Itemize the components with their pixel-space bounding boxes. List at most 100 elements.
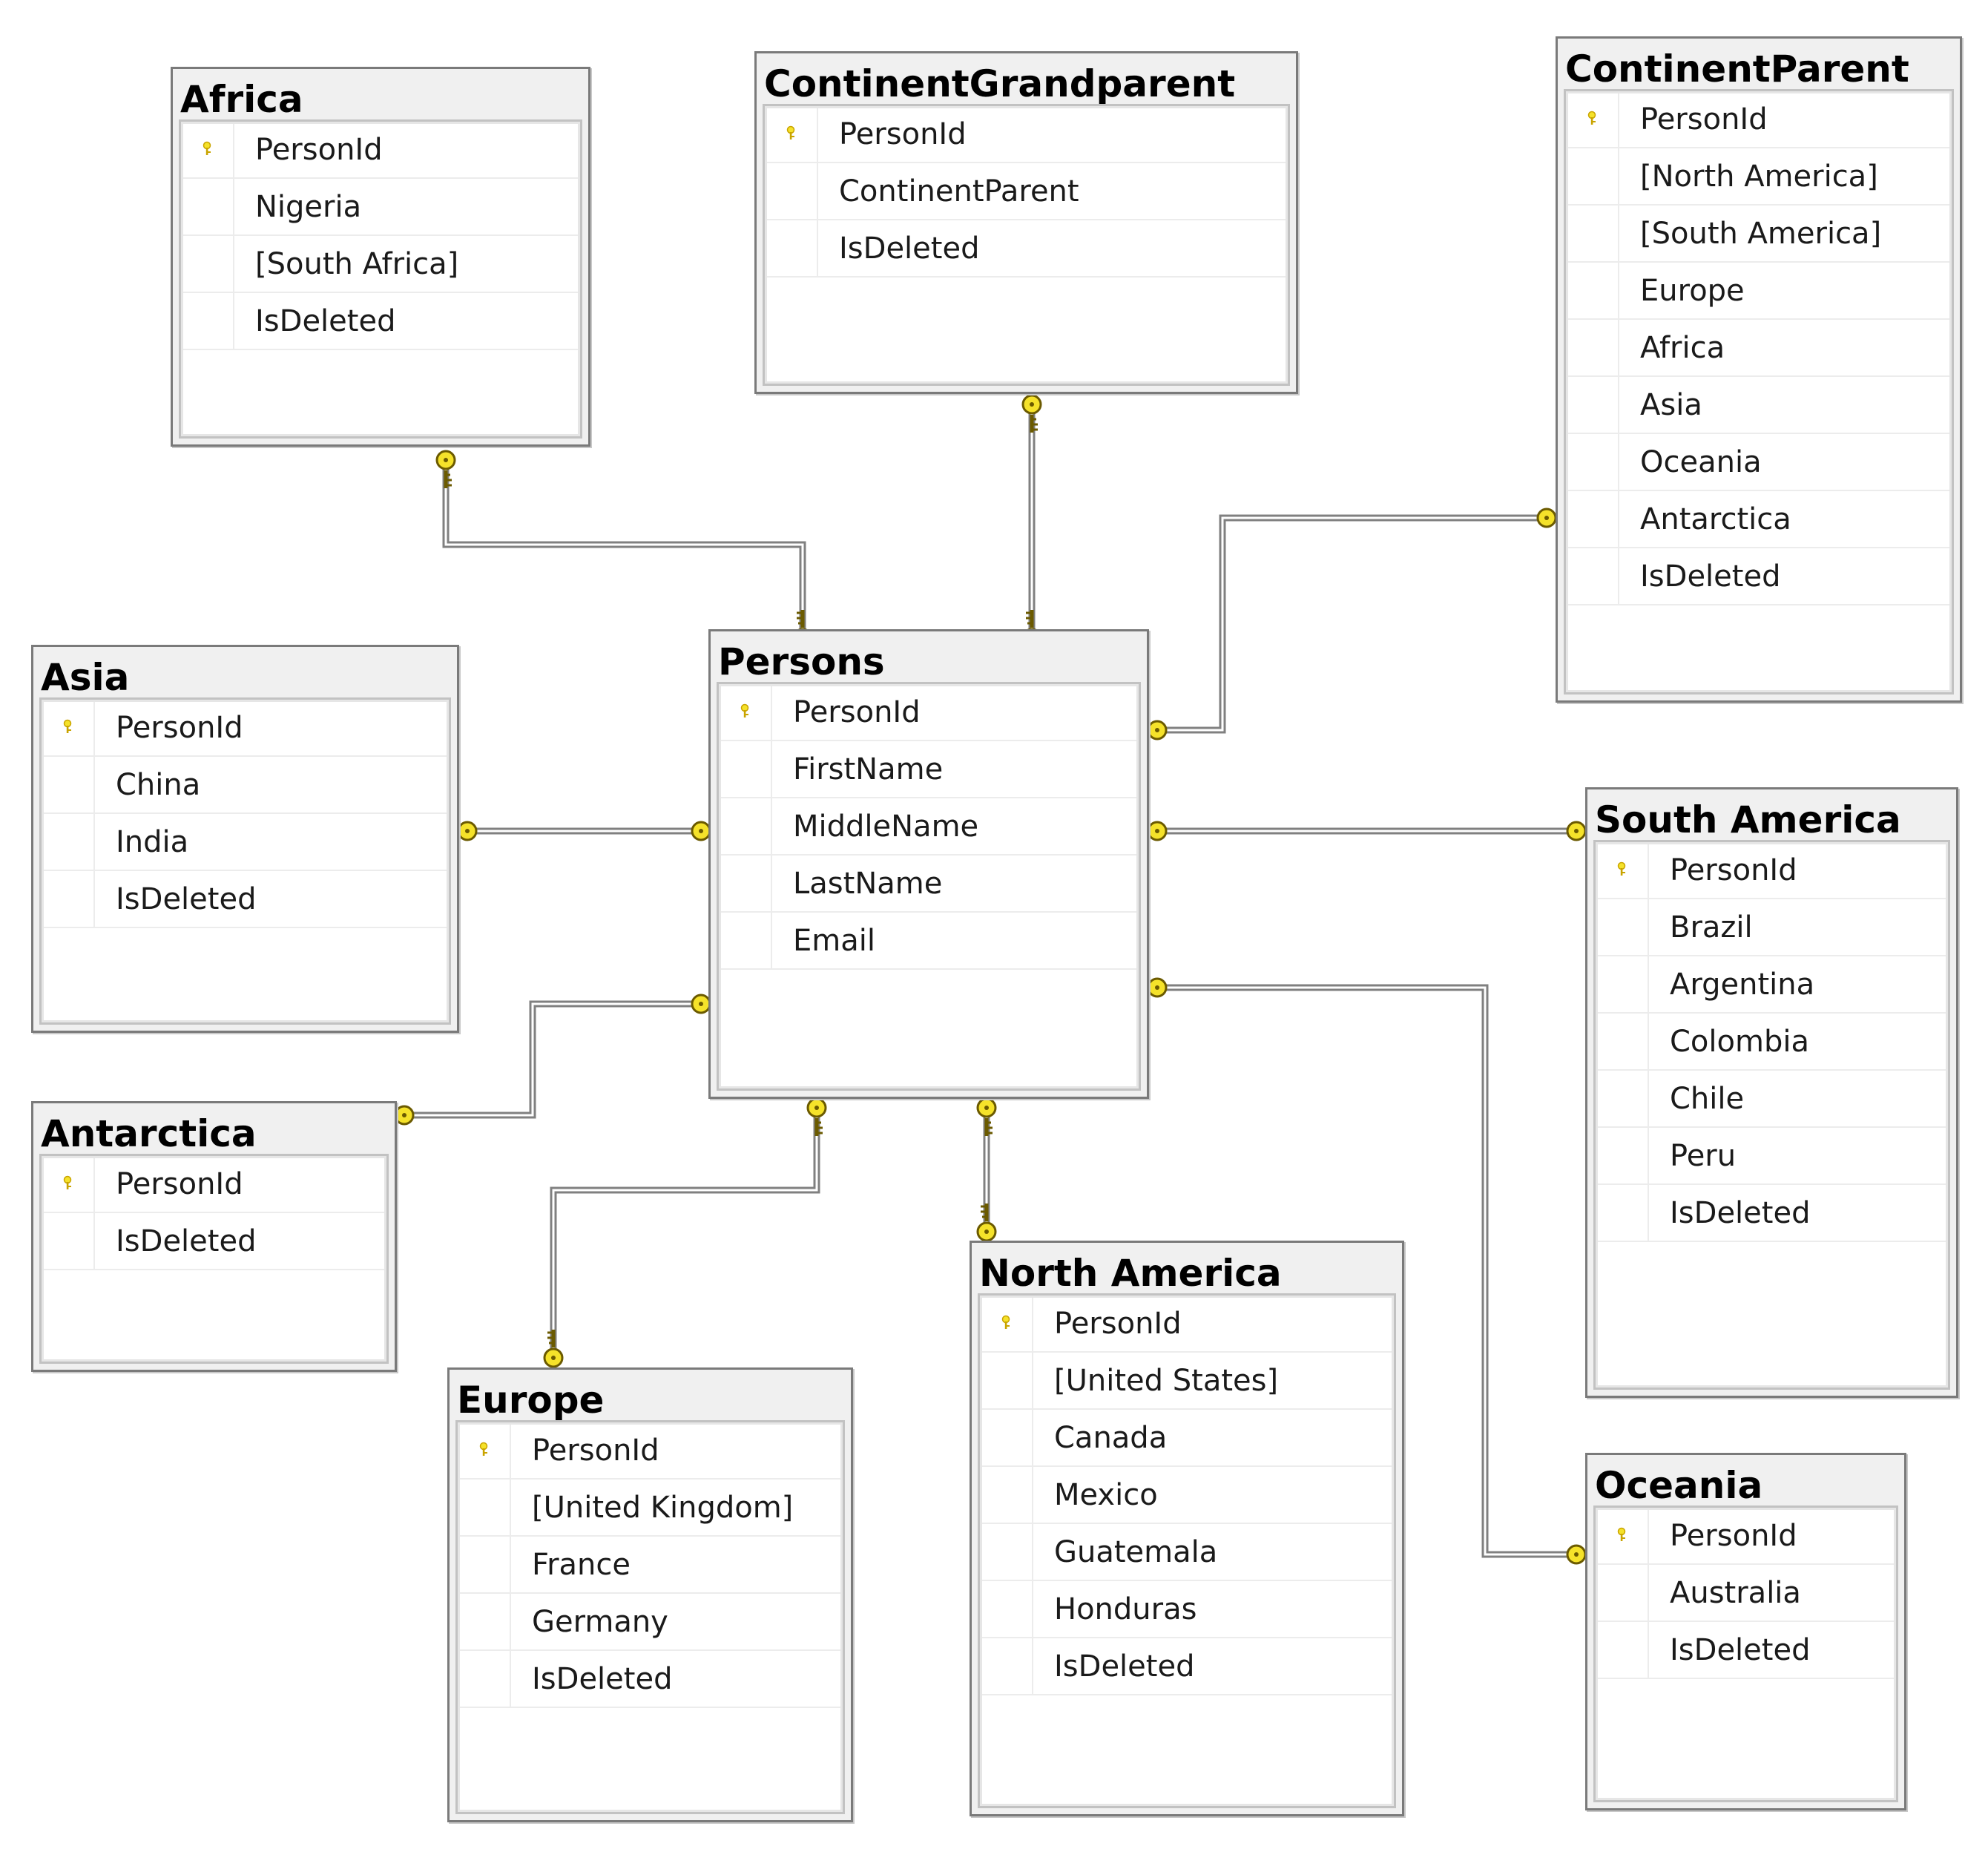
table-title[interactable]: Antarctica xyxy=(41,1114,257,1154)
row-selector[interactable] xyxy=(1566,206,1619,261)
row-selector[interactable] xyxy=(181,122,234,177)
relationship-persons-to-africa[interactable] xyxy=(435,450,813,648)
column-row-oceania[interactable]: Oceania xyxy=(1566,434,1952,491)
row-selector[interactable] xyxy=(765,106,818,162)
row-selector[interactable] xyxy=(765,220,818,276)
row-selector[interactable] xyxy=(1596,842,1649,898)
row-selector[interactable] xyxy=(1596,1128,1649,1183)
row-selector[interactable] xyxy=(980,1296,1033,1351)
column-row-nigeria[interactable]: Nigeria xyxy=(181,179,580,236)
column-row-india[interactable]: India xyxy=(42,814,449,871)
column-row-france[interactable]: France xyxy=(458,1537,843,1594)
row-selector[interactable] xyxy=(1566,148,1619,204)
row-selector[interactable] xyxy=(42,1156,95,1212)
column-row-isdeleted[interactable]: IsDeleted xyxy=(1596,1622,1896,1679)
relationship-persons-to-oceania[interactable] xyxy=(1129,977,1604,1565)
row-selector[interactable] xyxy=(765,163,818,219)
row-selector[interactable] xyxy=(980,1638,1033,1694)
column-row-united-kingdom[interactable]: [United Kingdom] xyxy=(458,1480,843,1537)
relationship-persons-to-europe[interactable] xyxy=(543,1097,827,1368)
relationship-persons-to-asia[interactable] xyxy=(439,821,729,841)
column-row-personid[interactable]: PersonId xyxy=(719,684,1139,741)
row-selector[interactable] xyxy=(1566,320,1619,375)
column-row-firstname[interactable]: FirstName xyxy=(719,741,1139,798)
row-selector[interactable] xyxy=(980,1353,1033,1408)
column-row-antarctica[interactable]: Antarctica xyxy=(1566,491,1952,548)
column-row-mexico[interactable]: Mexico xyxy=(980,1467,1394,1524)
table-title[interactable]: Europe xyxy=(457,1380,605,1420)
row-selector[interactable] xyxy=(980,1410,1033,1465)
row-selector[interactable] xyxy=(458,1594,511,1649)
row-selector[interactable] xyxy=(181,236,234,292)
relationship-line[interactable] xyxy=(550,1108,820,1358)
row-selector[interactable] xyxy=(719,798,772,854)
row-selector[interactable] xyxy=(1566,434,1619,490)
column-row-south-america[interactable]: [South America] xyxy=(1566,206,1952,263)
relationship-persons-to-continent-parent[interactable] xyxy=(1129,508,1575,741)
column-row-lastname[interactable]: LastName xyxy=(719,856,1139,913)
column-row-email[interactable]: Email xyxy=(719,913,1139,970)
column-row-europe[interactable]: Europe xyxy=(1566,263,1952,320)
row-selector[interactable] xyxy=(1596,899,1649,955)
row-selector[interactable] xyxy=(1596,1071,1649,1126)
row-selector[interactable] xyxy=(719,856,772,911)
column-row-germany[interactable]: Germany xyxy=(458,1594,843,1651)
relationship-persons-to-antarctica[interactable] xyxy=(376,994,729,1126)
row-selector[interactable] xyxy=(1596,1622,1649,1678)
row-selector[interactable] xyxy=(1566,263,1619,318)
column-row-china[interactable]: China xyxy=(42,757,449,814)
column-row-personid[interactable]: PersonId xyxy=(1566,91,1952,148)
column-row-personid[interactable]: PersonId xyxy=(42,700,449,757)
row-selector[interactable] xyxy=(1566,491,1619,547)
table-title[interactable]: Asia xyxy=(41,657,130,697)
column-row-personid[interactable]: PersonId xyxy=(1596,842,1948,899)
column-row-isdeleted[interactable]: IsDeleted xyxy=(181,293,580,350)
column-row-isdeleted[interactable]: IsDeleted xyxy=(1596,1185,1948,1242)
row-selector[interactable] xyxy=(458,1651,511,1707)
row-selector[interactable] xyxy=(719,741,772,797)
row-selector[interactable] xyxy=(1596,1014,1649,1069)
relationship-line[interactable] xyxy=(1157,514,1547,734)
column-row-isdeleted[interactable]: IsDeleted xyxy=(980,1638,1394,1695)
column-row-personid[interactable]: PersonId xyxy=(765,106,1288,163)
column-row-personid[interactable]: PersonId xyxy=(42,1156,386,1213)
column-row-personid[interactable]: PersonId xyxy=(980,1296,1394,1353)
column-row-isdeleted[interactable]: IsDeleted xyxy=(765,220,1288,278)
relationship-line[interactable] xyxy=(442,460,806,638)
relationship-persons-to-north-america[interactable] xyxy=(976,1097,997,1242)
column-row-isdeleted[interactable]: IsDeleted xyxy=(42,1213,386,1270)
row-selector[interactable] xyxy=(181,179,234,234)
table-title[interactable]: South America xyxy=(1595,800,1901,840)
column-row-asia[interactable]: Asia xyxy=(1566,377,1952,434)
table-title[interactable]: Africa xyxy=(180,79,303,119)
row-selector[interactable] xyxy=(42,1213,95,1269)
row-selector[interactable] xyxy=(980,1467,1033,1523)
relationship-persons-to-south-america[interactable] xyxy=(1129,821,1604,841)
row-selector[interactable] xyxy=(980,1524,1033,1580)
column-row-continentparent[interactable]: ContinentParent xyxy=(765,163,1288,220)
row-selector[interactable] xyxy=(1596,956,1649,1012)
row-selector[interactable] xyxy=(1596,1565,1649,1620)
column-row-honduras[interactable]: Honduras xyxy=(980,1581,1394,1638)
row-selector[interactable] xyxy=(42,814,95,870)
row-selector[interactable] xyxy=(1596,1508,1649,1563)
column-row-united-states[interactable]: [United States] xyxy=(980,1353,1394,1410)
column-row-argentina[interactable]: Argentina xyxy=(1596,956,1948,1014)
column-row-personid[interactable]: PersonId xyxy=(458,1422,843,1480)
relationship-persons-to-continent-grandparent[interactable] xyxy=(1021,394,1042,648)
table-title[interactable]: ContinentGrandparent xyxy=(764,64,1236,104)
row-selector[interactable] xyxy=(42,871,95,927)
column-row-personid[interactable]: PersonId xyxy=(181,122,580,179)
row-selector[interactable] xyxy=(980,1581,1033,1637)
row-selector[interactable] xyxy=(458,1537,511,1592)
row-selector[interactable] xyxy=(458,1480,511,1535)
column-row-australia[interactable]: Australia xyxy=(1596,1565,1896,1622)
row-selector[interactable] xyxy=(1566,91,1619,147)
column-row-isdeleted[interactable]: IsDeleted xyxy=(1566,548,1952,605)
